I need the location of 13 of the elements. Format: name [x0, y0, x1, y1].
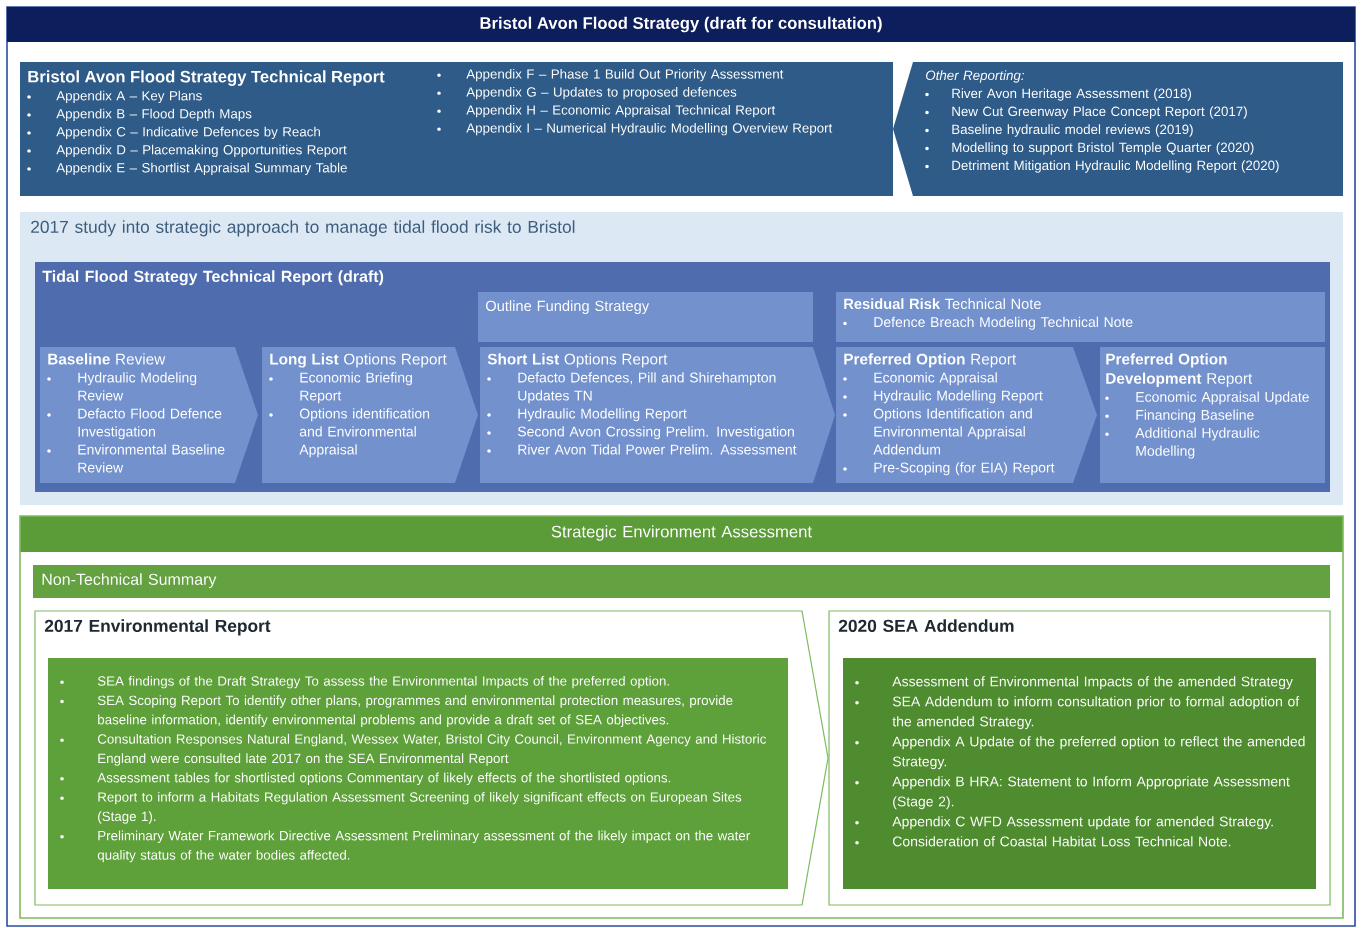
- findings-box: SEA findings of the Draft Strategy To assess the Environmental Impacts of the preferred option. SEA Scoping Report To identify other plans, programmes and environmental protection measures, provide baseline information, identify environmental problems and provide a draft set of SEA objectives. Consultation Responses Natural England, Wessex Water, Bristol City Council, Environment Agency and Historic England were consulted late 2017 on the SEA Environmental Report Assessment tables for shortlisted options Commentary of likely effects of the shortlisted options. Report to inform a Habitats Regulation Assessment Screening of likely significant effects on European Sites (Stage 1). Preliminary Water Framework Directive Assessment Preliminary assessment of the likely impact on the water quality status of the water bodies affected.: [48, 658, 788, 889]
- report-panel: Bristol Avon Flood Strategy Technical Report Appendix A – Key Plans Appendix B – Flood Depth Maps Appendix C – Indicative Defences by Reach Appendix D – Placemaking Opportunities Report Appendix E – Shortlist Appraisal Summary Table Appendix F – Phase 1 Build Out Priority Assessment Appendix G – Updates to proposed defences Appendix H – Economic Appraisal Technical Report Appendix I – Numerical Hydraulic Modelling Overview Report: [20, 62, 893, 196]
- report-box: Outline Funding Strategy: [478, 292, 813, 342]
- findings-box: Assessment of Environmental Impacts of the amended Strategy SEA Addendum to inform consultation prior to formal adoption of the amended Strategy. Appendix A Update of the preferred option to reflect the amended Strategy. Appendix B HRA: Statement to Inform Appropriate Assessment (Stage 2). Appendix C WFD Assessment update for amended Strategy. Consideration of Coastal Habitat Loss Technical Note.: [843, 658, 1316, 889]
- stage-box: Preferred Option Report Economic Appraisal Hydraulic Modelling Report Options Identification and Environmental Appraisal Addendum Pre-Scoping (for EIA) Report: [836, 347, 1097, 483]
- report-box: Residual Risk Technical Note Defence Breach Modeling Technical Note: [836, 292, 1325, 342]
- stage-box: Short List Options Report Defacto Defences, Pill and Shirehampton Updates TN Hydraulic Modelling Report Second Avon Crossing Prelim. Investigation River Avon Tidal Power Prelim. Assessment: [480, 347, 835, 483]
- stage-box: Long List Options Report Economic Briefing Report Options identification and Environmental Appraisal: [262, 347, 478, 483]
- stage-box: Baseline Review Hydraulic Modeling Review Defacto Flood Defence Investigation Environmental Baseline Review: [40, 347, 258, 483]
- report-panel: Other Reporting: River Avon Heritage Assessment (2018) New Cut Greenway Place Concept Report (2017) Baseline hydraulic model reviews (2019) Modelling to support Bristol Temple Quarter (2020) Detriment Mitigation Hydraulic Modelling Report (2020): [893, 62, 1343, 196]
- stage-box: Preferred Option Development Report Economic Appraisal Update Financing Baseline Additional Hydraulic Modelling: [1100, 347, 1325, 483]
- summary-bar: Non-Technical Summary: [33, 565, 1330, 598]
- title-bar: Bristol Avon Flood Strategy (draft for consultation): [7, 7, 1355, 42]
